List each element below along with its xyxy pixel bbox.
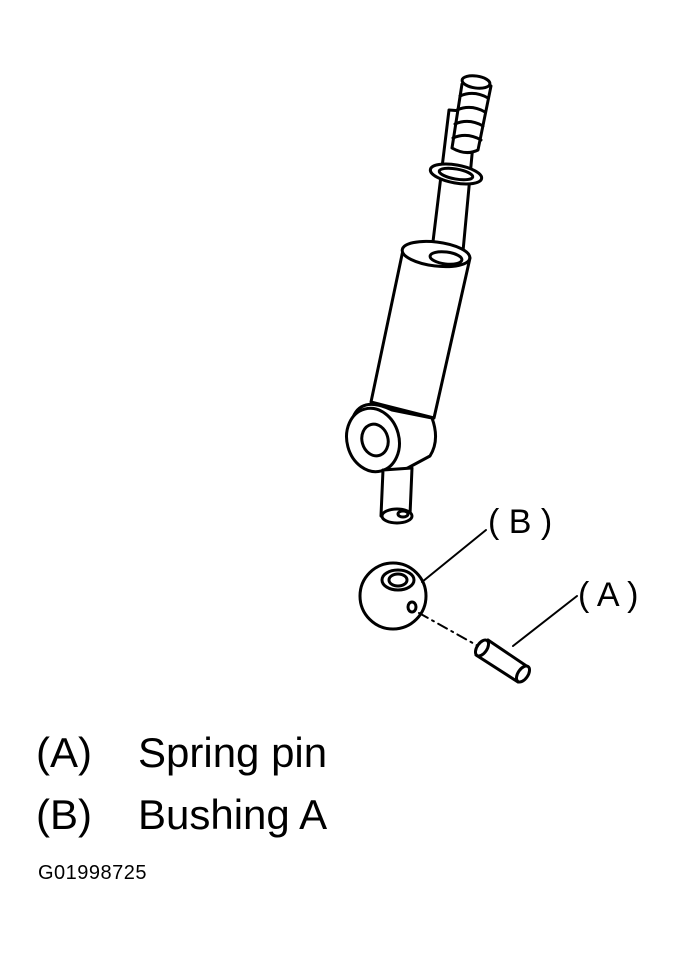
spring-pin <box>473 638 532 684</box>
legend: (A) Spring pin (B) Bushing A <box>36 722 327 846</box>
callout-b: ( B ) <box>488 503 552 541</box>
legend-key: (B) <box>36 791 92 838</box>
legend-label: Spring pin <box>138 729 328 776</box>
leader-line-b <box>421 529 487 583</box>
parts-diagram: ( B ) ( A ) <box>345 74 638 684</box>
alignment-line <box>418 612 479 647</box>
legend-label: Bushing A <box>138 791 328 838</box>
legend-item-spring-pin: (A) Spring pin <box>36 722 327 784</box>
legend-key: (A) <box>36 729 92 776</box>
figure-id: G01998725 <box>38 862 148 884</box>
leader-line-a <box>512 595 578 647</box>
bushing-a-ball <box>358 561 428 631</box>
legend-item-bushing-a: (B) Bushing A <box>36 784 327 846</box>
clevis-joint <box>345 402 437 525</box>
shift-tube <box>369 239 472 420</box>
callout-a: ( A ) <box>578 576 638 614</box>
shift-rod <box>428 74 493 264</box>
